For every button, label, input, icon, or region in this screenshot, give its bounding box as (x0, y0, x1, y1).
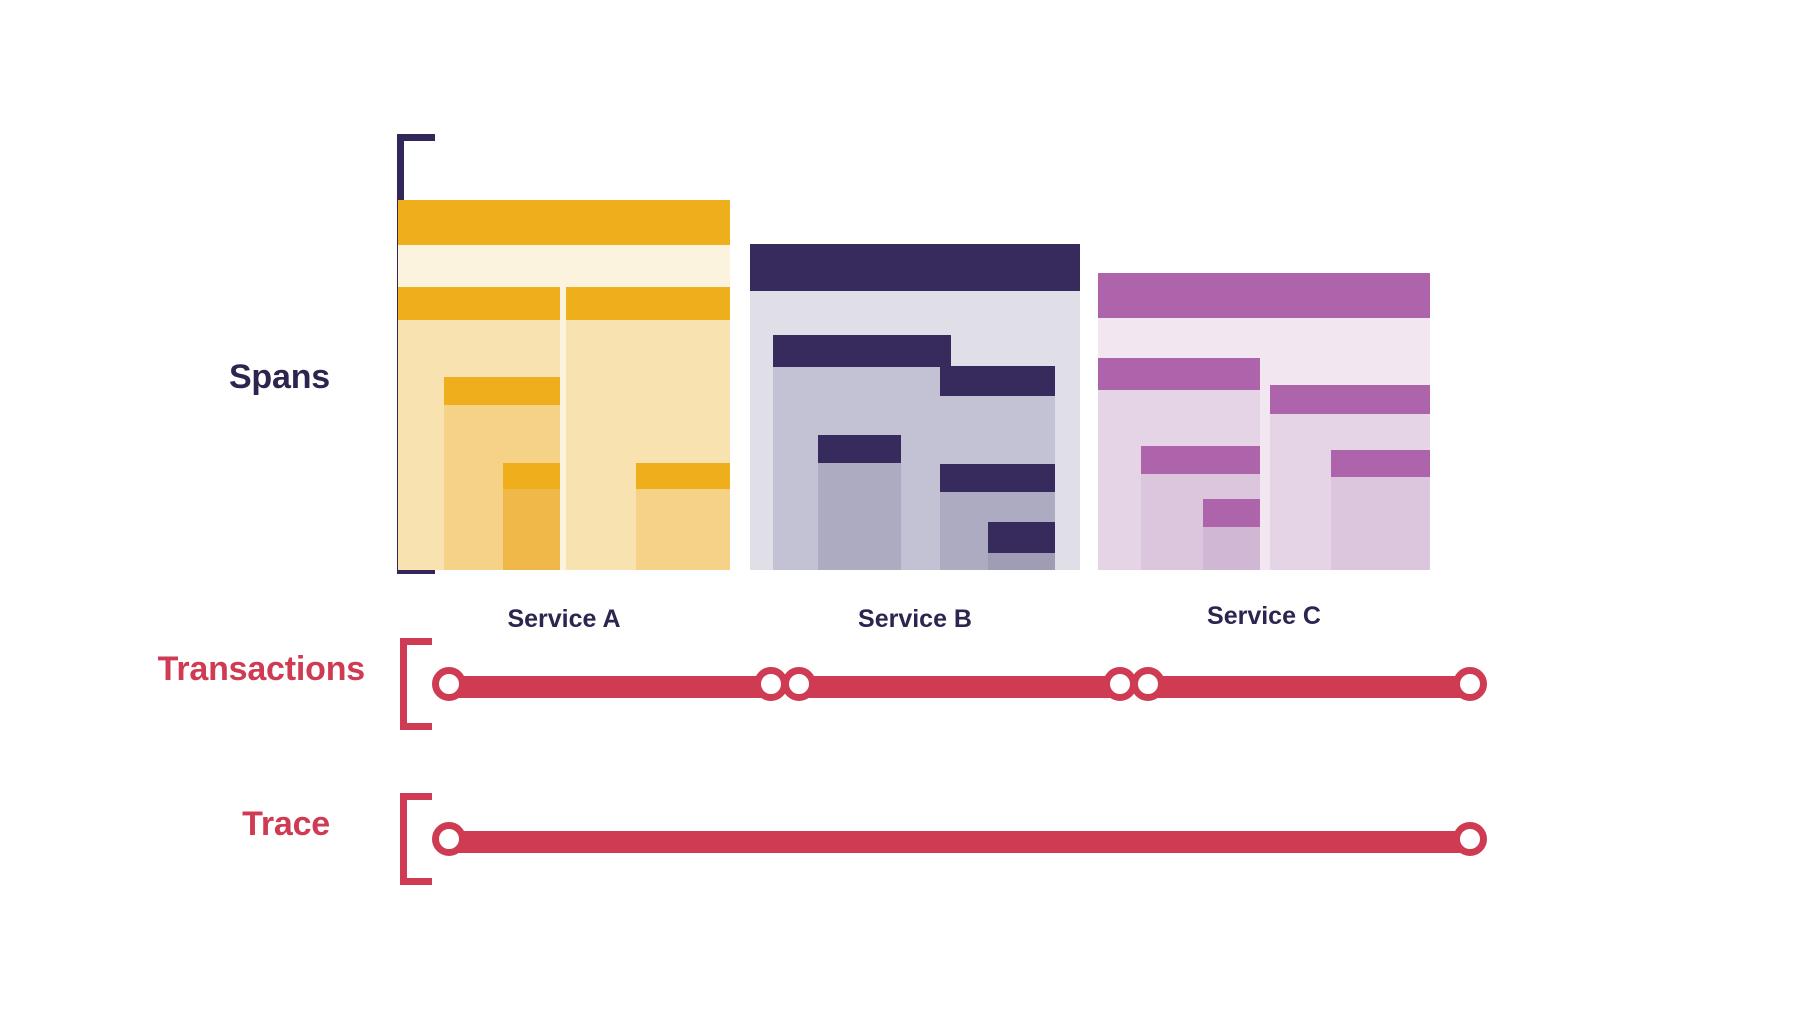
transactions-row-label: Transactions (157, 650, 366, 688)
span-head-child-2 (1270, 385, 1430, 414)
service-group-2 (750, 0, 1080, 570)
transaction-service-c[interactable] (1148, 676, 1470, 698)
transaction-b-start[interactable] (782, 667, 816, 701)
span-head-child-1 (398, 287, 560, 320)
span-head-child-1 (773, 335, 951, 367)
span-head-child-2 (940, 366, 1055, 396)
transactions-timeline (0, 667, 1800, 707)
span-head-grandchild-2 (940, 464, 1055, 492)
trace-bracket (400, 793, 432, 885)
span-head-grandchild-3 (636, 463, 730, 489)
span-head-child-1 (1098, 358, 1260, 390)
trace-start[interactable] (432, 822, 466, 856)
span-head-grandchild-2 (503, 463, 560, 489)
span-head-root-span (398, 200, 730, 245)
service-caption-2: Service B (858, 605, 972, 633)
spans-row-label: Spans (228, 358, 330, 396)
span-grandchild-3[interactable] (636, 463, 730, 570)
transaction-b-end[interactable] (1103, 667, 1137, 701)
service-group-3 (1098, 0, 1430, 570)
span-head-root-span (750, 244, 1080, 291)
span-greatgrand-1[interactable] (988, 522, 1055, 570)
span-head-grandchild-1 (444, 377, 560, 405)
service-caption-1: Service A (507, 605, 621, 633)
span-head-child-2 (566, 287, 730, 320)
span-grandchild-1[interactable] (818, 435, 901, 570)
transactions-bracket (400, 638, 432, 730)
transaction-c-end[interactable] (1453, 667, 1487, 701)
span-grandchild-2[interactable] (503, 463, 560, 570)
span-head-grandchild-2 (1203, 499, 1260, 527)
transaction-a-start[interactable] (432, 667, 466, 701)
span-grandchild-2[interactable] (1203, 499, 1260, 570)
span-head-greatgrand-1 (988, 522, 1055, 553)
service-caption-3: Service C (1207, 602, 1321, 630)
transaction-c-start[interactable] (1131, 667, 1165, 701)
spans-visualization (398, 0, 1430, 570)
span-head-grandchild-1 (1141, 446, 1260, 474)
span-head-root-span (1098, 273, 1430, 318)
trace-bar[interactable] (449, 831, 1470, 853)
span-head-grandchild-1 (818, 435, 901, 463)
span-head-grandchild-3 (1331, 450, 1430, 477)
trace-timeline (0, 822, 1800, 862)
transaction-service-a[interactable] (449, 676, 771, 698)
trace-end[interactable] (1453, 822, 1487, 856)
transaction-service-b[interactable] (799, 676, 1120, 698)
span-grandchild-3[interactable] (1331, 450, 1430, 570)
service-group-1 (398, 0, 730, 570)
trace-row-label: Trace (242, 805, 330, 843)
